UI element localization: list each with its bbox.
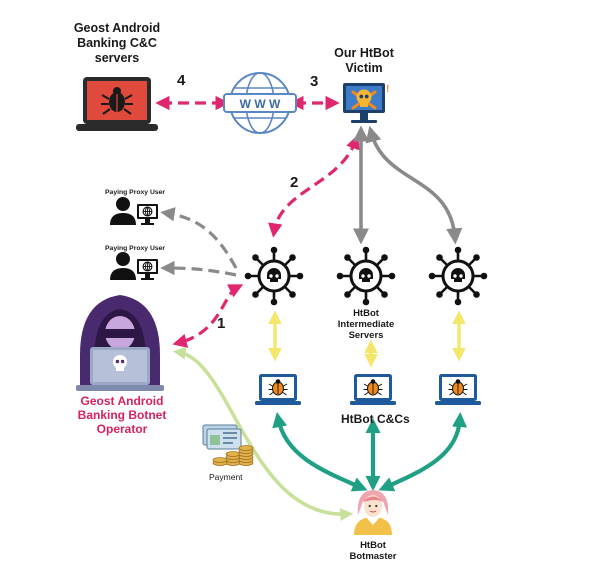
monitor-skull-icon: ! bbox=[343, 83, 389, 123]
laptop-bug-red-icon bbox=[76, 77, 158, 131]
intermediate-servers-label: HtBot Intermediate Servers bbox=[337, 308, 395, 342]
web-globe-icon: W W W bbox=[223, 72, 297, 134]
arrow-proxy-user-1 bbox=[160, 207, 238, 269]
laptop-bug-blue-icon bbox=[434, 373, 482, 406]
candcs-label: HtBot C&Cs bbox=[341, 412, 410, 426]
botmaster-label: HtBot Botmaster bbox=[349, 540, 397, 563]
arrow-victim-to-right-server bbox=[365, 125, 463, 245]
user-computer-icon bbox=[109, 196, 159, 226]
hooded-hacker-icon bbox=[76, 295, 164, 391]
money-stack-icon bbox=[202, 424, 254, 466]
step-number-1: 1 bbox=[217, 315, 226, 332]
svg-text:!: ! bbox=[386, 84, 389, 95]
virus-skull-icon bbox=[243, 245, 305, 307]
operator-label: Geost Android Banking Botnet Operator bbox=[77, 394, 167, 437]
arrow-botmaster-to-candc-left bbox=[272, 412, 368, 492]
web-label: W W W bbox=[240, 97, 281, 111]
woman-avatar-icon bbox=[354, 490, 392, 535]
laptop-bug-blue-icon bbox=[254, 373, 302, 406]
arrow-2-victim-to-proxy bbox=[268, 134, 360, 238]
proxy-user-2-label: Paying Proxy User bbox=[105, 245, 166, 252]
virus-skull-icon bbox=[427, 245, 489, 307]
laptop-bug-blue-icon bbox=[349, 373, 397, 406]
virus-skull-icon bbox=[335, 245, 397, 307]
arrow-botmaster-to-candc-right bbox=[378, 411, 468, 492]
geost-cc-servers-label: Geost Android Banking C&C servers bbox=[73, 21, 161, 65]
proxy-user-1-label: Paying Proxy User bbox=[105, 189, 166, 196]
payment-label: Payment bbox=[209, 472, 243, 482]
step-number-4: 4 bbox=[177, 72, 186, 89]
arrow-1-proxy-to-operator bbox=[172, 284, 244, 348]
arrow-operator-to-botmaster bbox=[172, 346, 354, 521]
step-number-2: 2 bbox=[290, 174, 299, 191]
arrow-proxy-user-2 bbox=[160, 260, 237, 277]
user-computer-icon bbox=[109, 251, 159, 281]
step-number-3: 3 bbox=[310, 73, 319, 90]
victim-label: Our HtBot Victim bbox=[334, 46, 394, 75]
